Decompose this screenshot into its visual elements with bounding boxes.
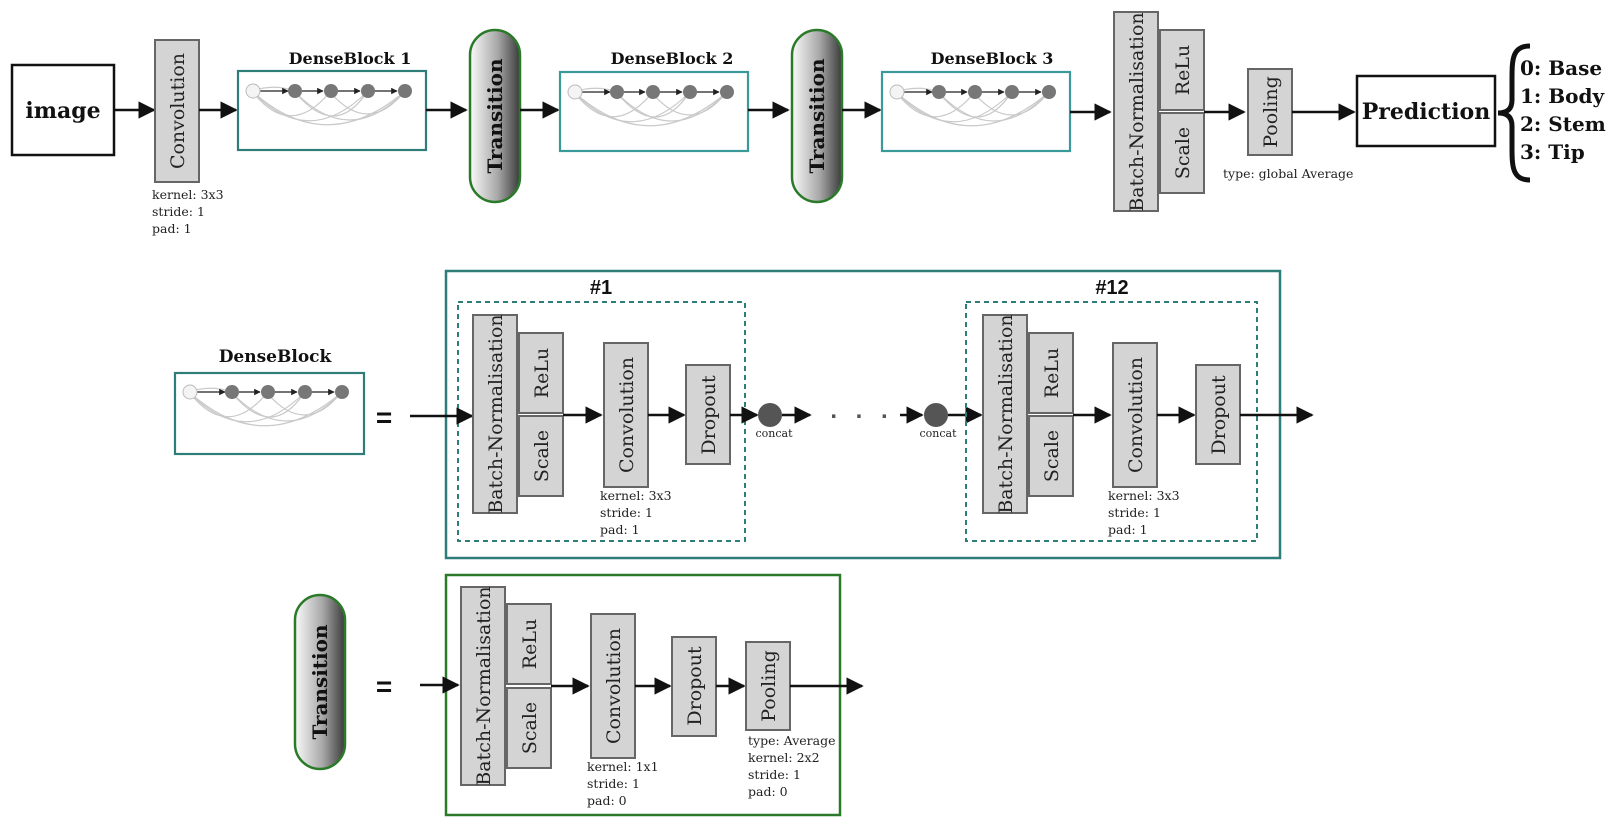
convolution-label: Convolution [167,53,189,169]
denseblock-title: DenseBlock [219,347,333,367]
pooling-label: Pooling [1260,76,1282,147]
denseblock-detail: DenseBlock = #1 Batch-Normalisation ReLu… [173,269,1314,560]
relu-box [518,332,564,414]
class-2: 2: Stem [1520,112,1606,136]
concat-node-1 [758,403,782,427]
batchnorm-label: Batch-Normalisation [995,314,1017,513]
class-0: 0: Base [1520,56,1602,80]
batchnorm-box [460,586,506,786]
transition-legend-label: Transition [308,624,332,739]
dropout-label: Dropout [1208,375,1230,455]
transition-detail: Transition = Batch-Normalisation ReLu Sc… [293,573,864,817]
layer-12-dashed-box [965,301,1258,542]
batchnorm-label: Batch-Normalisation [473,586,495,785]
pool-param-type: type: Average [748,733,835,748]
ellipsis: . . . [830,397,893,424]
pooling-box [745,641,791,731]
scale-label: Scale [519,702,541,754]
pooling-label: Pooling [758,650,780,721]
denseblock-2-box [558,70,750,153]
relu-box [1028,332,1074,414]
batchnorm-label: Batch-Normalisation [1126,12,1148,211]
dropout-box [1195,364,1241,465]
convolution-label: Convolution [616,357,638,473]
top-row: image Convolution kernel: 3x3 stride: 1 … [10,11,1606,236]
convolution-label: Convolution [1125,357,1147,473]
pool-param-stride: stride: 1 [748,767,801,782]
equals-sign: = [376,671,392,702]
convolution-box [590,613,636,759]
convolution-box [603,342,649,488]
conv-param-pad: pad: 1 [152,221,192,236]
scale-label: Scale [531,430,553,482]
concat-label-2: concat [919,427,957,440]
scale-box [518,415,564,497]
equals-sign: = [376,402,392,433]
pool-param-kernel: kernel: 2x2 [748,750,820,765]
scale-label: Scale [1041,430,1063,482]
pool-param-pad: pad: 0 [748,784,788,799]
relu-label: ReLu [531,348,553,398]
convolution-label: Convolution [603,628,625,744]
transition-2-label: Transition [805,58,829,173]
conv-param-pad: pad: 1 [600,522,640,537]
transition-legend-pill [293,593,347,771]
conv-param-stride: stride: 1 [152,204,205,219]
denseblock-2-title: DenseBlock 2 [611,49,734,68]
conv-param-pad: pad: 0 [587,793,627,808]
convolution-box [154,39,200,183]
conv-param-kernel: kernel: 3x3 [1108,488,1180,503]
conv-param-stride: stride: 1 [587,776,640,791]
batchnorm-label: Batch-Normalisation [485,314,507,513]
conv-param-stride: stride: 1 [1108,505,1161,520]
transition-detail-box [444,573,842,817]
prediction-label: Prediction [1362,99,1490,125]
relu-label: ReLu [1172,45,1194,95]
class-brace [1497,43,1531,183]
transition-1-pill [468,28,522,204]
concat-node-2 [924,403,948,427]
conv-param-kernel: kernel: 3x3 [600,488,672,503]
relu-box [1159,29,1205,111]
conv-param-kernel: kernel: 1x1 [587,759,659,774]
image-box [10,63,116,157]
denseblock-1-title: DenseBlock 1 [289,49,412,68]
pooling-note: type: global Average [1223,166,1353,181]
denseblock-legend-box [173,371,366,456]
dropout-box [671,636,717,737]
image-label: image [25,98,100,124]
conv-param-kernel: kernel: 3x3 [152,187,224,202]
layer-1-title: #1 [590,277,612,299]
conv-param-pad: pad: 1 [1108,522,1148,537]
concat-label-1: concat [755,427,793,440]
denseblock-3-box [880,70,1072,153]
denseblock-3-title: DenseBlock 3 [931,49,1054,68]
batchnorm-box [472,314,518,514]
conv-param-stride: stride: 1 [600,505,653,520]
class-3: 3: Tip [1520,140,1585,164]
dropout-label: Dropout [684,646,706,726]
prediction-box [1355,74,1497,148]
dropout-box [685,364,731,465]
dropout-label: Dropout [698,375,720,455]
batchnorm-box [1113,11,1159,212]
batchnorm-box [982,314,1028,514]
denseblock-1-box [236,69,428,152]
relu-box [506,603,552,685]
transition-2-pill [790,28,844,204]
class-1: 1: Body [1520,84,1605,108]
relu-label: ReLu [519,619,541,669]
scale-box [1159,112,1205,194]
transition-1-label: Transition [483,58,507,173]
scale-box [1028,415,1074,497]
scale-label: Scale [1172,127,1194,179]
layer-12-title: #12 [1095,277,1128,299]
pooling-box [1247,68,1293,156]
scale-box [506,687,552,769]
relu-label: ReLu [1041,348,1063,398]
